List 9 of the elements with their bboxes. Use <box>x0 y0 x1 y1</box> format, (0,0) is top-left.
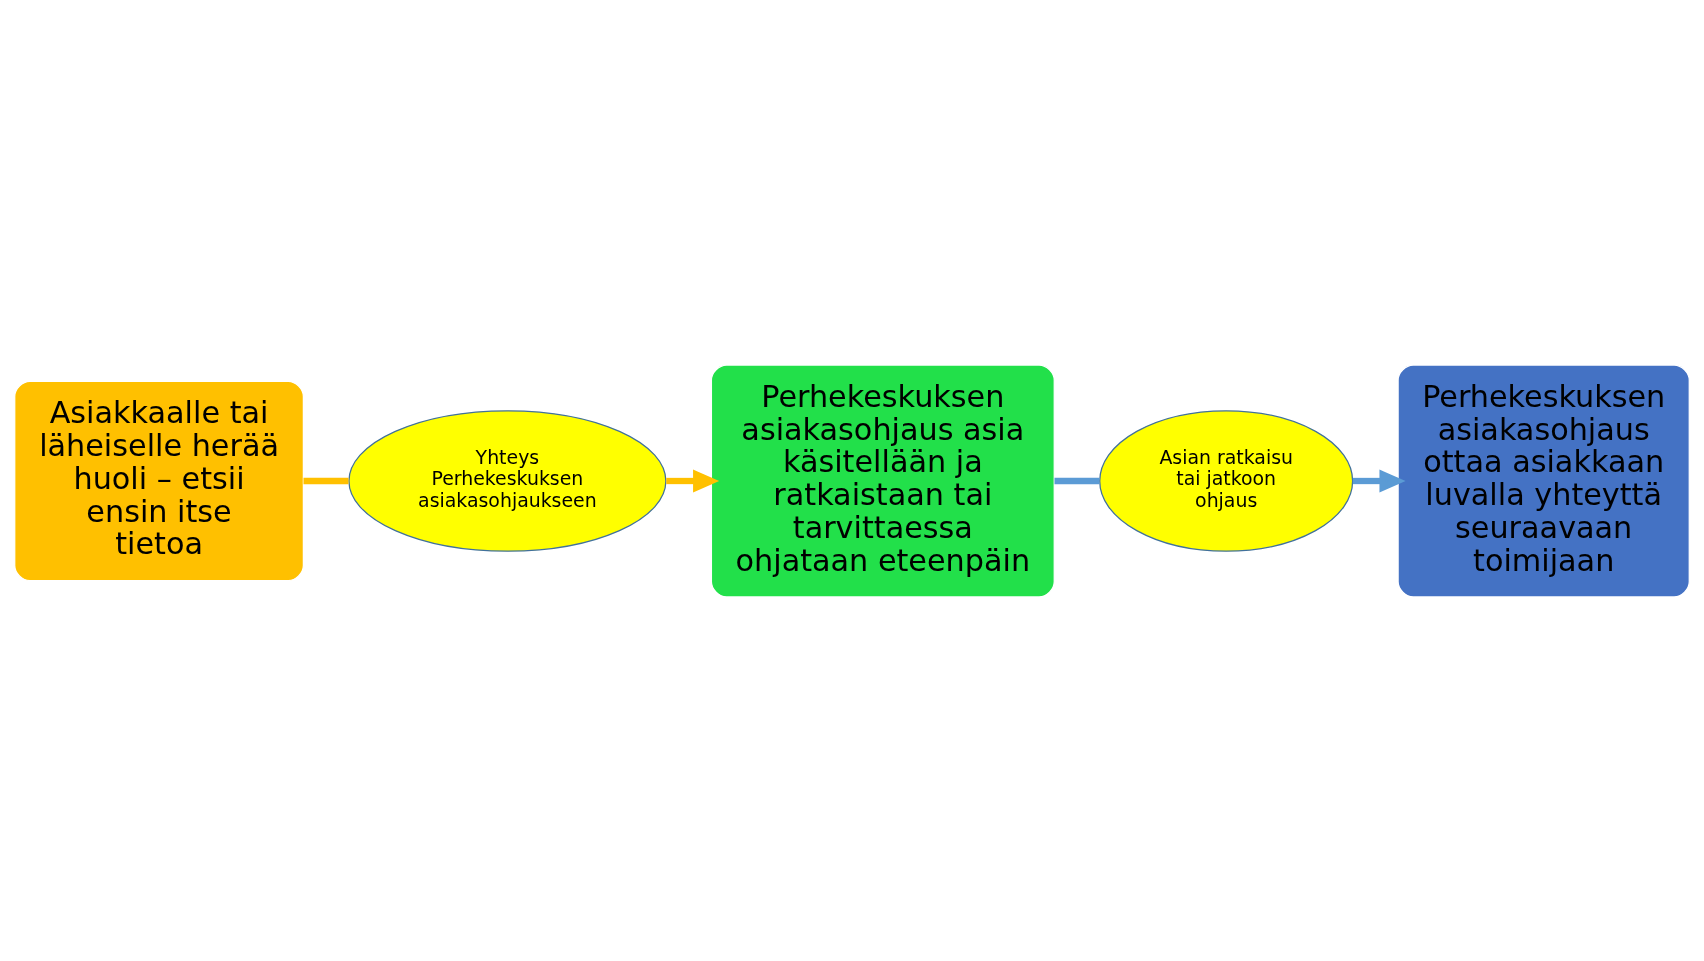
node-box: Perhekeskuksen asiakasohjaus asia käsitellään ja ratkaistaan tai tarvittaessa ohjataan eteenpäin <box>710 363 1055 598</box>
node-box: Perhekeskuksen asiakasohjaus ottaa asiakkaan luvalla yhteyttä seuraavaan toimijaan <box>1397 363 1690 598</box>
arrow <box>1352 469 1406 492</box>
node-box: Asiakkaalle tai läheiselle herää huoli – etsii ensin itse tietoa <box>14 380 304 581</box>
node-ellipse: Asian ratkaisu tai jatkoon ohjaus <box>1099 409 1354 552</box>
connector <box>1054 477 1100 484</box>
node-ellipse: Yhteys Perhekeskuksen asiakasohjaukseen <box>348 409 667 552</box>
arrow <box>666 469 720 492</box>
connector <box>303 477 349 484</box>
